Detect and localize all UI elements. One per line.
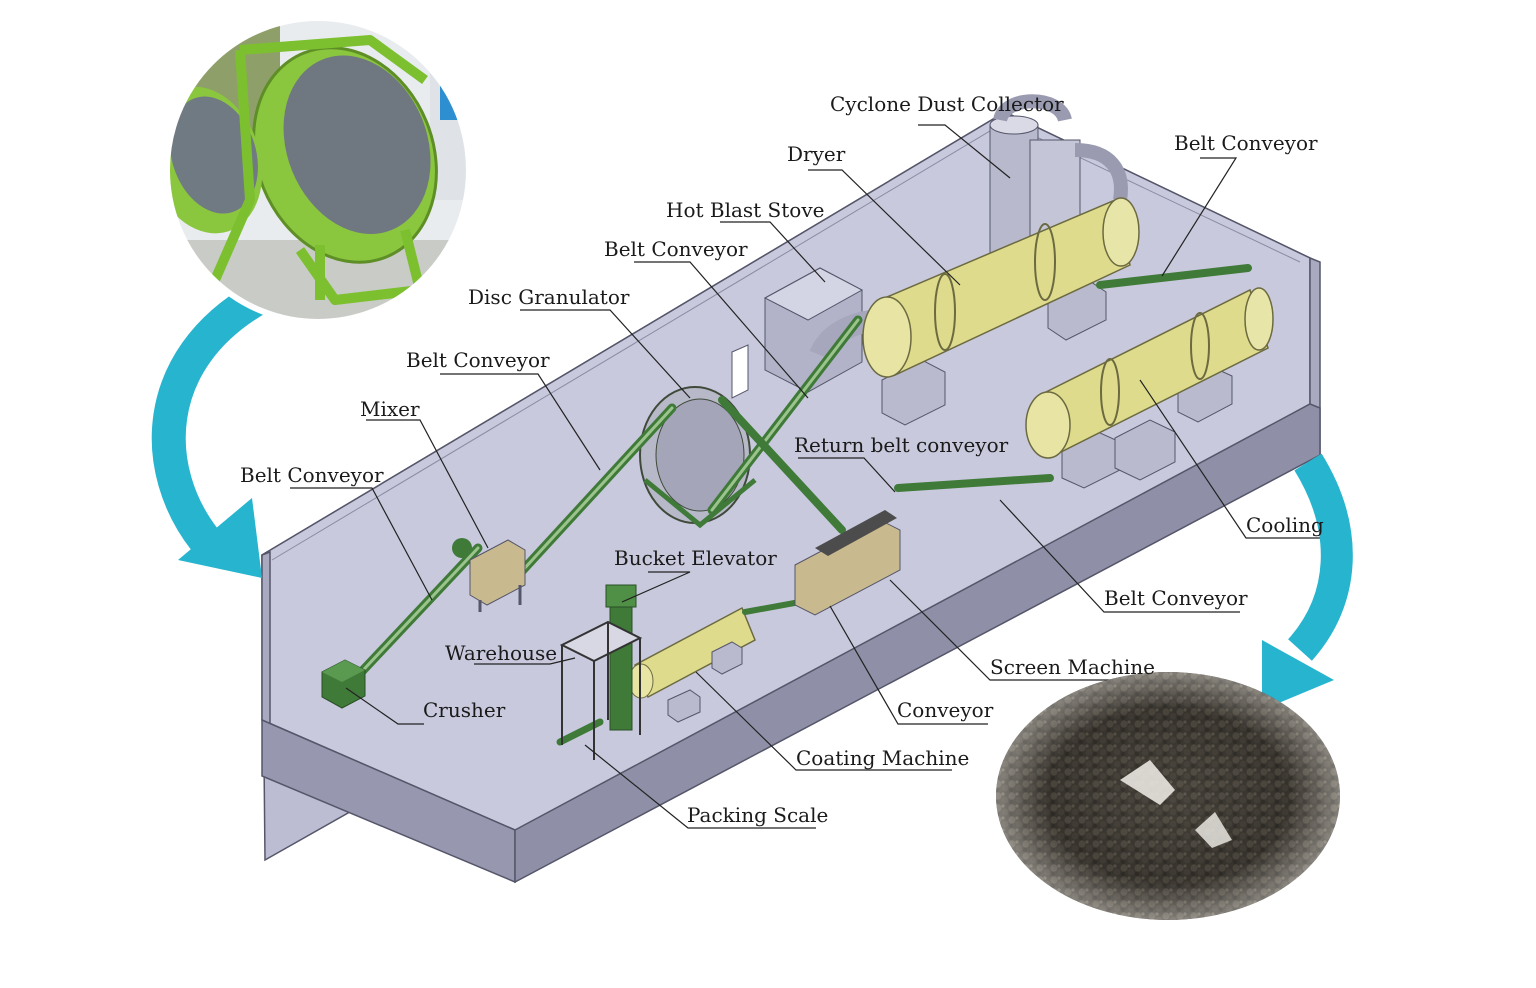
dryer <box>862 197 1140 378</box>
label-belt-conveyor-mid: Belt Conveyor <box>406 348 550 372</box>
leader-lines <box>290 124 1320 829</box>
door <box>731 344 749 399</box>
warehouse <box>559 620 643 760</box>
label-mixer: Mixer <box>360 397 420 421</box>
label-cooling: Cooling <box>1246 513 1324 537</box>
label-packing-scale: Packing Scale <box>687 803 828 827</box>
label-disc-granulator: Disc Granulator <box>468 285 630 309</box>
flow-arrow-icon <box>151 283 267 578</box>
bucket-elevator <box>605 584 637 731</box>
front-wall-right <box>514 403 1321 884</box>
label-belt-conveyor-top-right: Belt Conveyor <box>1174 131 1318 155</box>
label-belt-conveyor-upper: Belt Conveyor <box>604 237 748 261</box>
label-dryer: Dryer <box>787 142 846 166</box>
label-screen-machine: Screen Machine <box>990 655 1155 679</box>
labels: Cyclone Dust Collector Dryer Belt Convey… <box>240 92 1324 827</box>
mixer <box>452 538 526 612</box>
label-crusher: Crusher <box>423 698 506 722</box>
fertilizer-pellets-photo <box>996 672 1340 920</box>
equipment <box>321 94 1274 760</box>
crusher <box>321 659 366 709</box>
cooling-drum <box>1025 287 1274 459</box>
label-return-belt-conveyor: Return belt conveyor <box>794 433 1009 457</box>
flow-arrow-icon <box>1262 453 1353 710</box>
label-hot-blast-stove: Hot Blast Stove <box>666 198 824 222</box>
label-bucket-elevator: Bucket Elevator <box>614 546 777 570</box>
label-coating-machine: Coating Machine <box>796 746 969 770</box>
left-wall <box>261 550 271 726</box>
conveyors <box>347 264 1252 746</box>
disc-granulator-photo <box>167 18 469 322</box>
label-warehouse: Warehouse <box>445 641 557 665</box>
screen-machine <box>794 510 901 616</box>
label-cyclone-dust-collector: Cyclone Dust Collector <box>830 92 1064 116</box>
label-conveyor: Conveyor <box>897 698 994 722</box>
label-belt-conveyor-right: Belt Conveyor <box>1104 586 1248 610</box>
label-belt-conveyor-left: Belt Conveyor <box>240 463 384 487</box>
